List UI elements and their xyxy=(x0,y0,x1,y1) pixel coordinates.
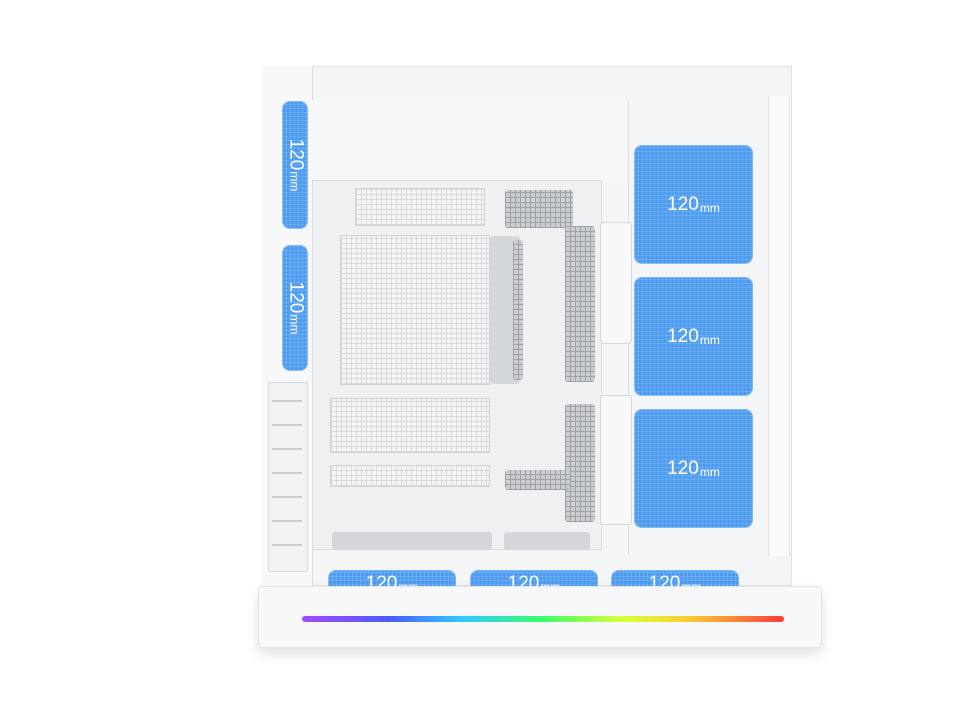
cable-grommet-upper xyxy=(600,222,632,344)
fan-unit: mm xyxy=(699,464,720,479)
cable-grid-horizontal xyxy=(505,470,570,490)
fan-unit: mm xyxy=(699,200,720,215)
fan-unit: mm xyxy=(699,332,720,347)
cable-grommet-lower xyxy=(600,395,632,525)
fan-unit: mm xyxy=(287,314,302,335)
mesh-top xyxy=(355,188,485,226)
pcie-slot xyxy=(272,520,302,522)
bottom-slot-left xyxy=(332,532,492,550)
pcie-slot xyxy=(272,400,302,402)
fan-size: 120 xyxy=(667,325,699,347)
mesh-lower xyxy=(330,398,490,453)
top-panel xyxy=(312,100,630,180)
fan-size: 120 xyxy=(667,457,699,479)
pcie-slot xyxy=(272,472,302,474)
mesh-main xyxy=(340,235,490,385)
cable-grid-right-lower xyxy=(565,404,595,522)
pcie-bracket xyxy=(268,382,308,572)
rgb-light-strip xyxy=(302,616,784,622)
cable-grid-top xyxy=(505,190,573,228)
fan-unit: mm xyxy=(287,171,302,192)
fan-size: 120 xyxy=(285,138,307,171)
bottom-slot-right xyxy=(504,532,590,550)
pcie-slot xyxy=(272,496,302,498)
pcie-slot xyxy=(272,544,302,546)
fan-size: 120 xyxy=(667,193,699,215)
pcie-slot xyxy=(272,424,302,426)
mesh-bottom xyxy=(330,465,490,487)
pcie-slot xyxy=(272,448,302,450)
cable-grid-right xyxy=(565,226,595,382)
cable-grid-strip xyxy=(513,240,523,380)
fan-size: 120 xyxy=(285,281,307,314)
right-front-post xyxy=(768,96,790,556)
